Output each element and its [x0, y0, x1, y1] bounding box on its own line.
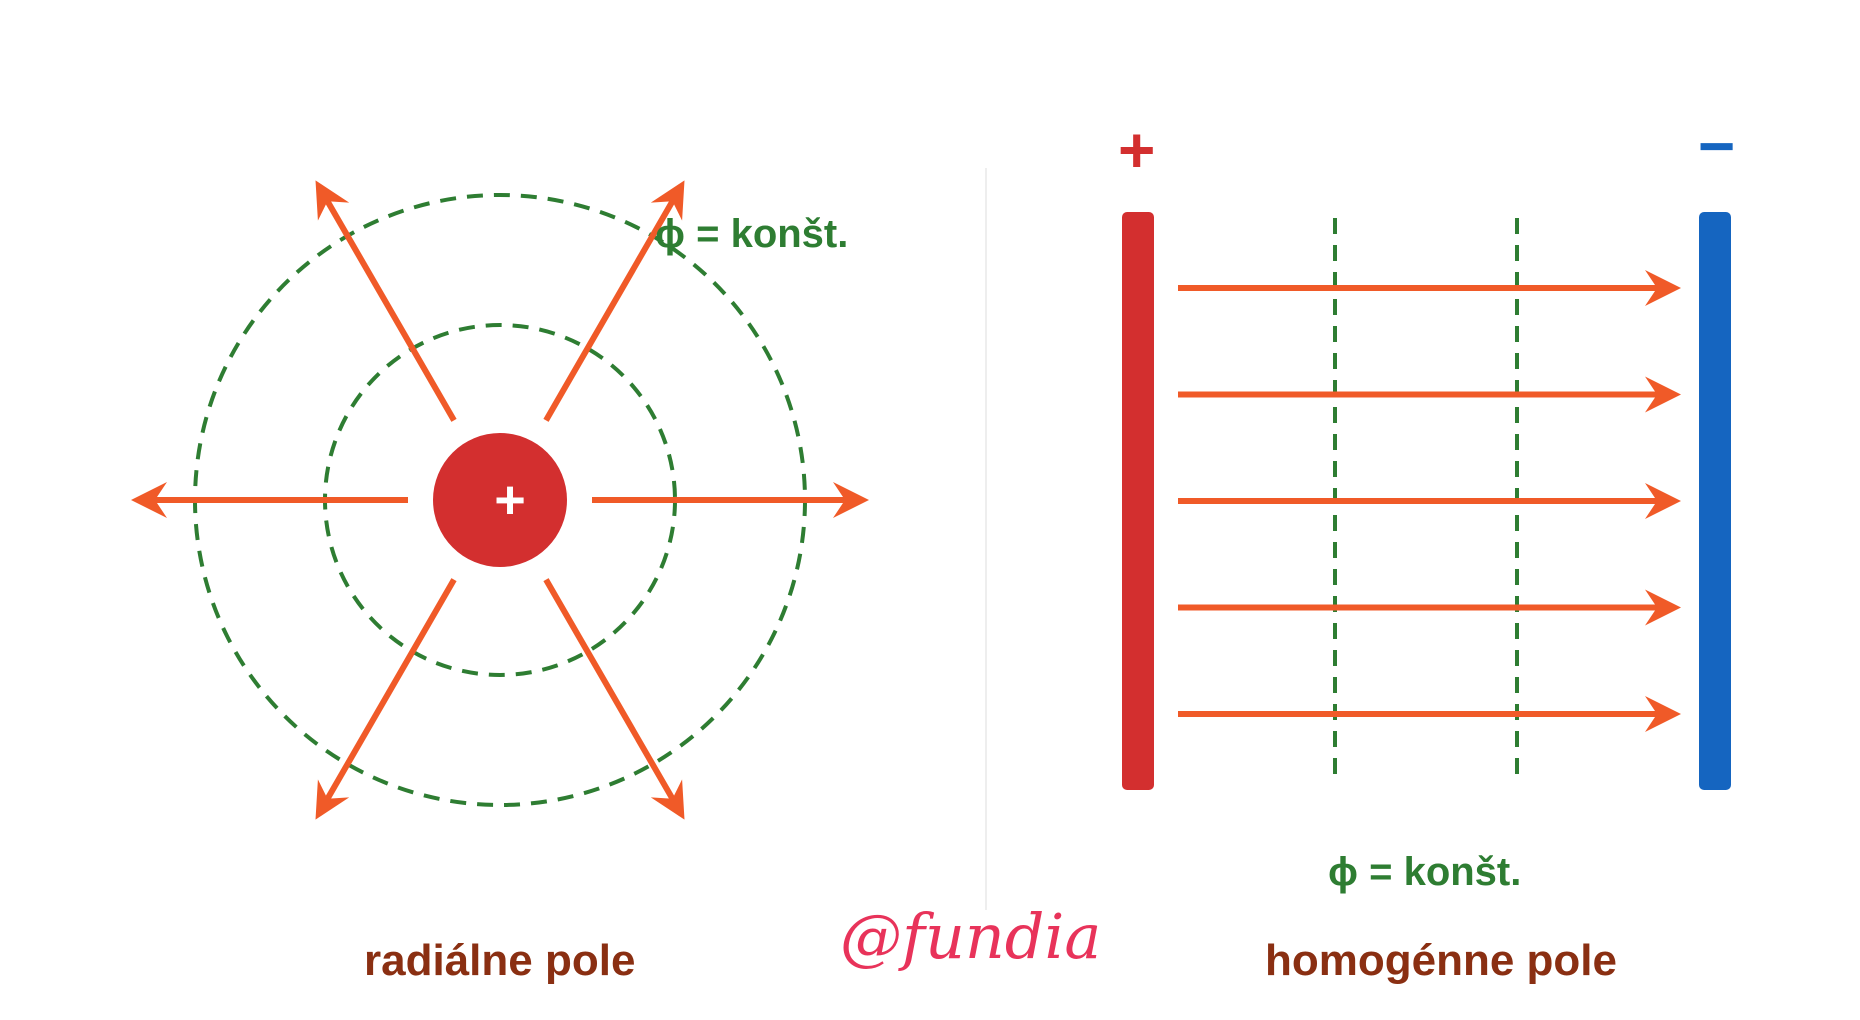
radial-equipotential-label: ϕ = konšt. [655, 212, 849, 256]
radial-field-line-6 [543, 578, 685, 820]
charge-plus-sign: + [494, 470, 526, 530]
radial-field-lines [131, 180, 869, 820]
radial-field-line-5 [315, 578, 457, 820]
panel-divider [985, 168, 987, 910]
radial-field-line-2 [543, 180, 685, 422]
homogeneous-field-lines [1178, 270, 1681, 732]
negative-plate-sign: − [1698, 110, 1736, 182]
positive-plate [1122, 212, 1154, 790]
homogeneous-equipotential-label: ϕ = konšt. [1328, 850, 1522, 894]
radial-field-line-3 [315, 180, 457, 422]
positive-plate-sign: + [1118, 114, 1156, 186]
negative-plate [1699, 212, 1731, 790]
watermark: @fundia [840, 900, 1102, 973]
positive-point-charge [433, 433, 567, 567]
radial-field-caption: radiálne pole [364, 936, 636, 985]
homogeneous-field-caption: homogénne pole [1265, 936, 1617, 985]
